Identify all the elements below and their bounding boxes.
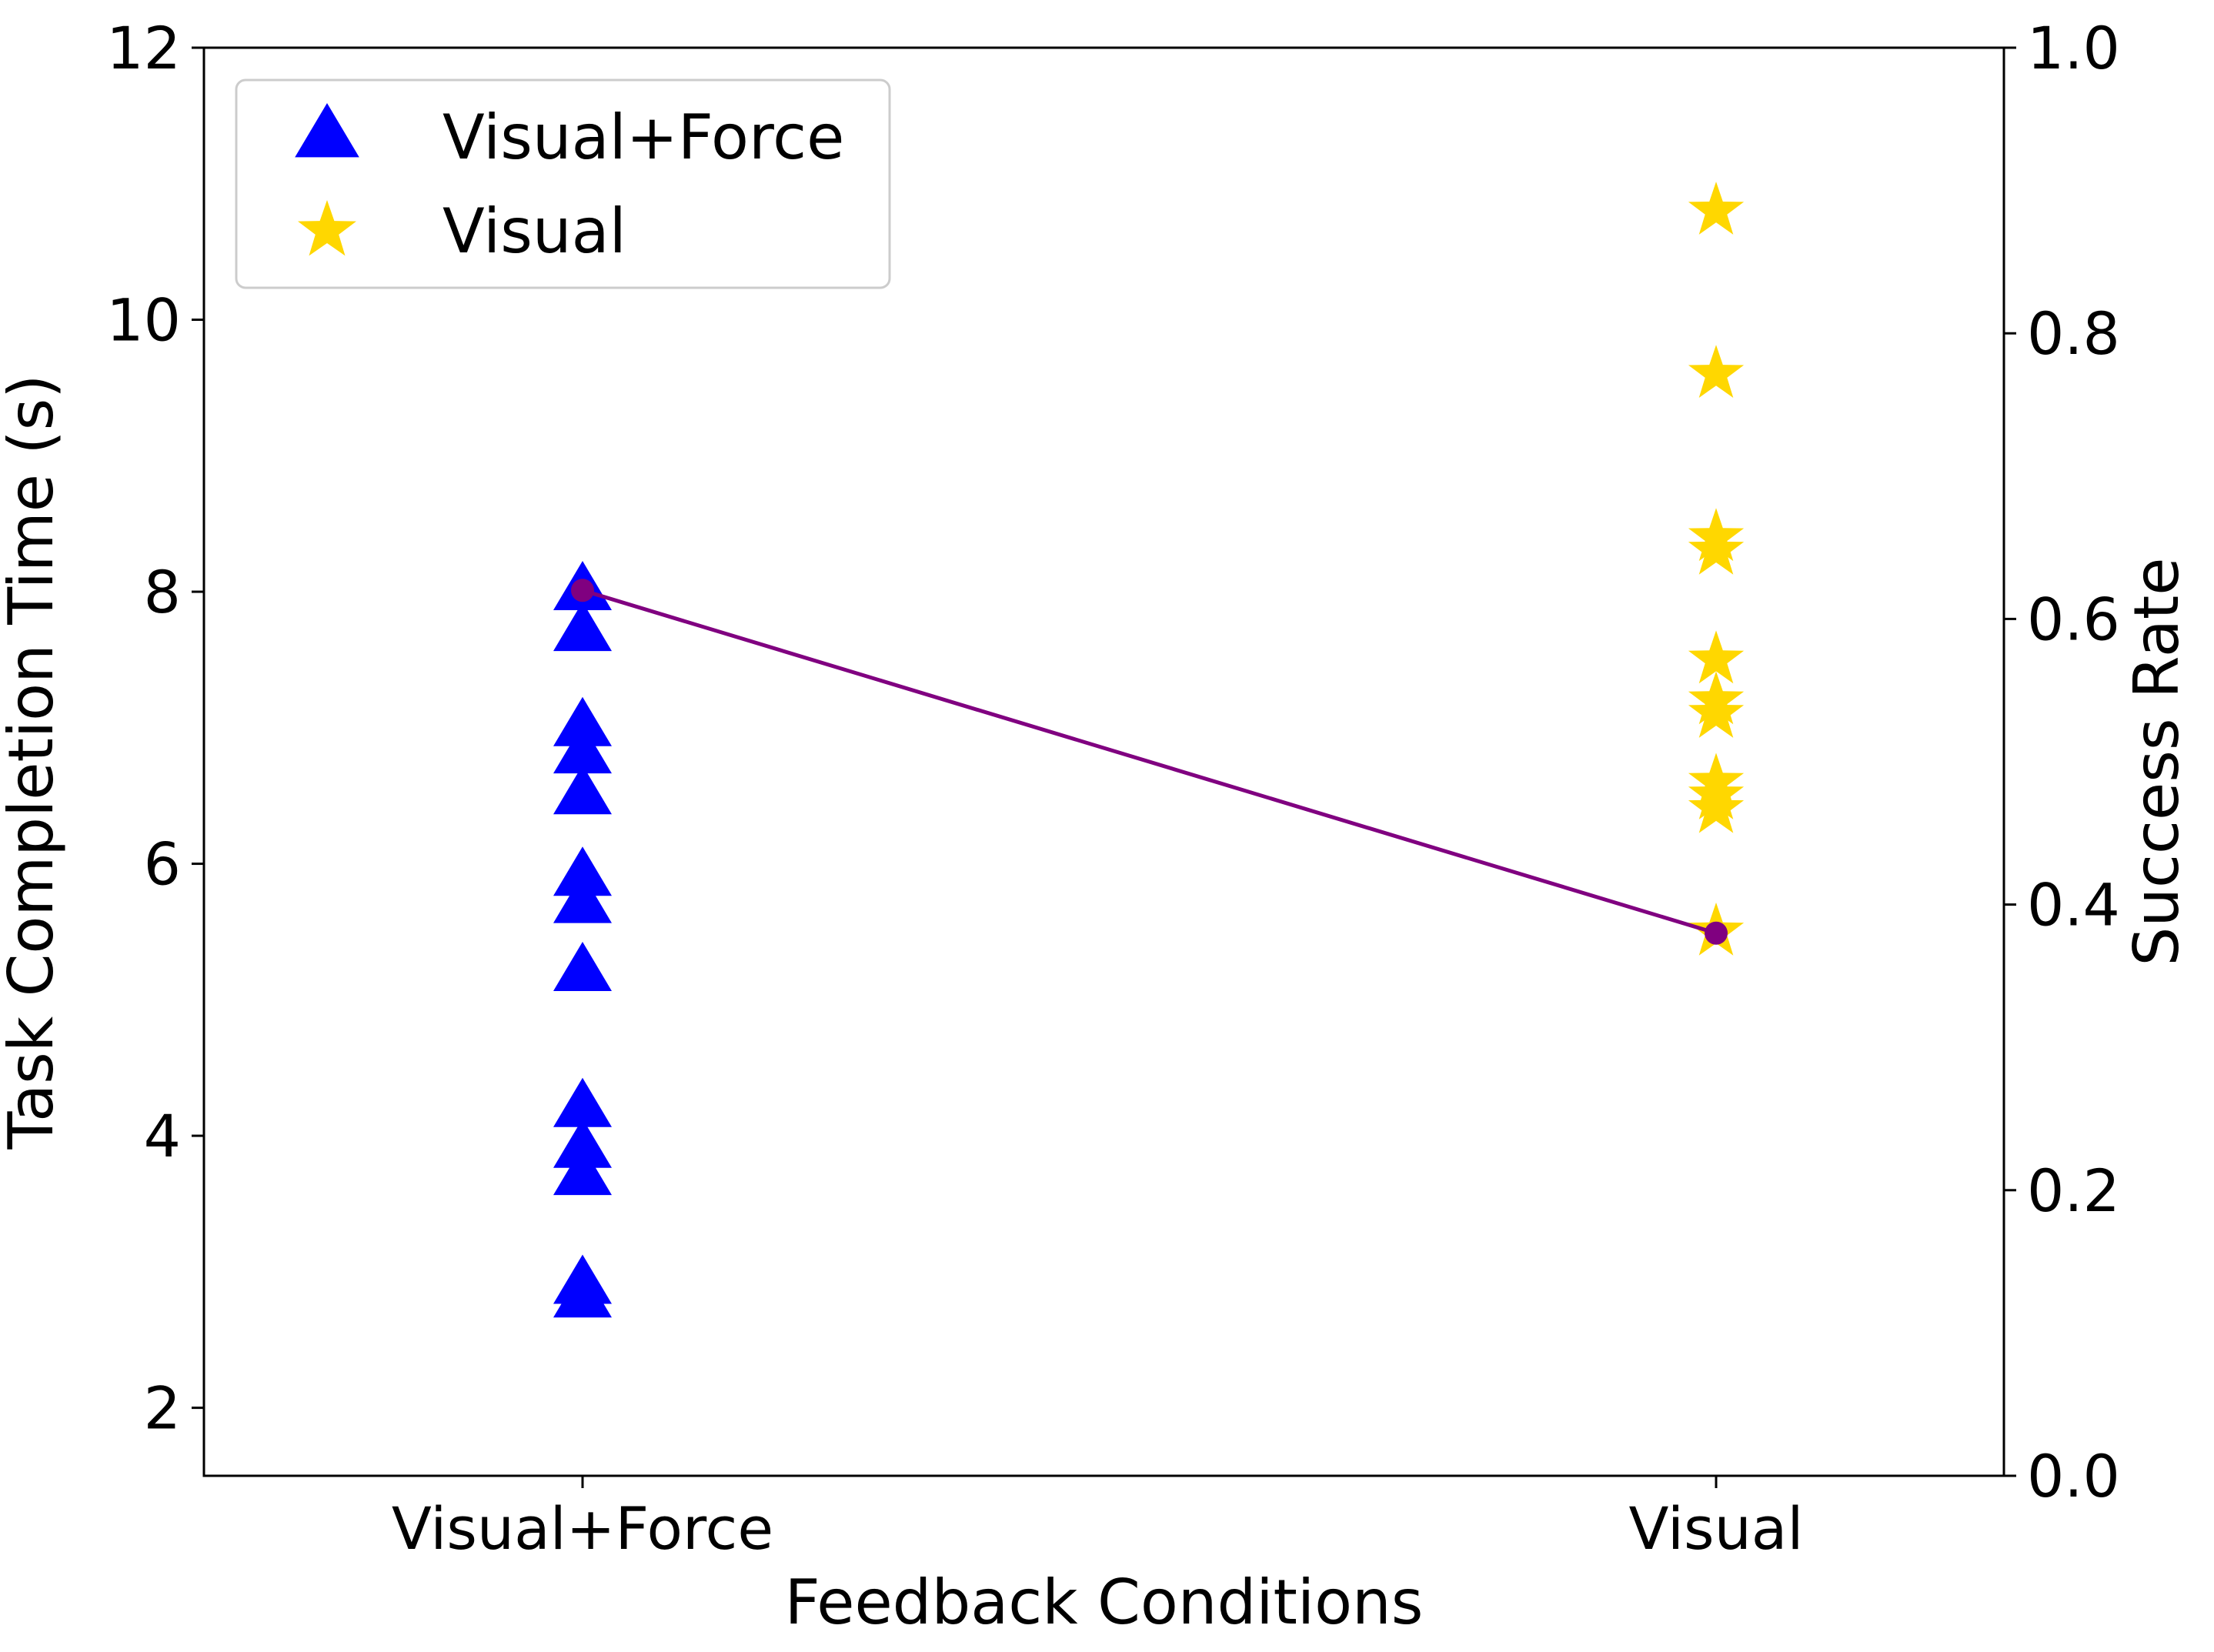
- triangle-marker-0-6: [553, 873, 612, 923]
- legend-marker-0: [295, 103, 359, 158]
- triangle-marker-0-2: [553, 696, 612, 746]
- star-marker-1-9: [1688, 779, 1745, 833]
- legend-label-0: Visual+Force: [442, 102, 844, 173]
- y-axis-label: Task Completion Time (s): [0, 374, 67, 1150]
- star-marker-1-4: [1688, 630, 1745, 684]
- legend-box: [235, 78, 891, 289]
- y2-tick-label-3: 0.6: [2027, 585, 2120, 653]
- y2-tick-label-0: 0.0: [2027, 1442, 2120, 1510]
- y2-axis-label: Success Rate: [2121, 558, 2192, 966]
- y2-tick-label-5: 1.0: [2027, 14, 2120, 82]
- triangle-marker-0-3: [553, 724, 612, 774]
- x-tick-label-0: Visual+Force: [392, 1494, 773, 1563]
- star-marker-1-0: [1688, 182, 1745, 235]
- success-rate-point-0: [571, 579, 594, 602]
- triangle-marker-0-1: [553, 602, 612, 652]
- success-rate-point-1: [1705, 921, 1728, 945]
- y-tick-label-1: 4: [144, 1102, 181, 1170]
- x-tick-label-1: Visual: [1629, 1494, 1804, 1563]
- triangle-marker-0-12: [553, 1268, 612, 1318]
- triangle-marker-0-7: [553, 941, 612, 991]
- y-tick-label-0: 2: [144, 1374, 181, 1443]
- y2-tick-label-1: 0.2: [2027, 1156, 2120, 1225]
- success-rate-line: [582, 588, 1717, 936]
- triangle-marker-0-5: [553, 846, 612, 896]
- axes-frame: [202, 46, 2005, 1477]
- y2-tick-label-2: 0.4: [2027, 871, 2120, 939]
- star-marker-1-3: [1688, 522, 1745, 575]
- y2-tick-label-4: 0.8: [2027, 299, 2120, 368]
- y-tick-label-3: 8: [144, 558, 181, 626]
- star-marker-1-6: [1688, 685, 1745, 738]
- legend-label-1: Visual: [442, 195, 626, 267]
- triangle-marker-0-9: [553, 1118, 612, 1168]
- y-tick-label-2: 6: [144, 830, 181, 899]
- triangle-marker-0-8: [553, 1077, 612, 1127]
- triangle-marker-0-4: [553, 765, 612, 815]
- plot-area: [553, 182, 1745, 1318]
- y-tick-label-4: 10: [106, 286, 181, 355]
- star-marker-1-1: [1688, 345, 1745, 398]
- legend-marker-1: [298, 200, 356, 256]
- x-axis-label: Feedback Conditions: [785, 1567, 1424, 1638]
- triangle-marker-0-10: [553, 1146, 612, 1196]
- y-tick-label-5: 12: [106, 14, 181, 82]
